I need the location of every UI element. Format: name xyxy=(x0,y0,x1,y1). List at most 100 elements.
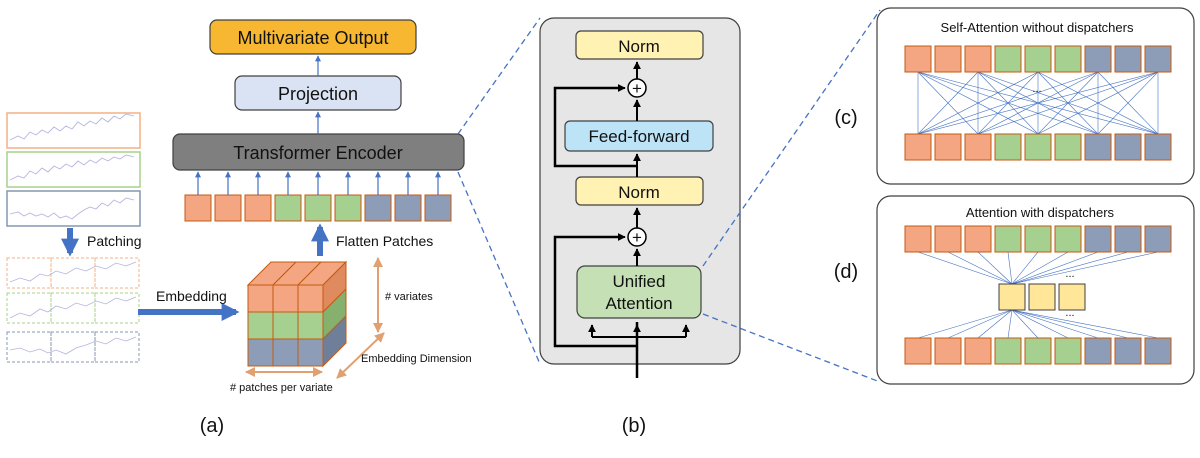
token xyxy=(1054,337,1082,365)
attention-link xyxy=(947,309,1013,339)
transformer-encoder-label: Transformer Encoder xyxy=(233,143,402,163)
attention-link xyxy=(1011,309,1069,339)
panel-d: Attention with dispatchers ... ... (d) xyxy=(834,195,1195,385)
token xyxy=(904,45,932,73)
input-series xyxy=(6,112,141,227)
attention-link xyxy=(1011,309,1129,339)
token xyxy=(904,337,932,365)
attention-link xyxy=(1007,251,1013,285)
token xyxy=(1114,133,1142,161)
token xyxy=(934,45,962,73)
panel-c: Self-Attention without dispatchers ... (… xyxy=(834,7,1195,185)
attention-link xyxy=(917,309,1013,339)
attention-link xyxy=(917,71,1039,135)
token xyxy=(964,133,992,161)
attention-link xyxy=(917,71,979,135)
connector-b-cd-bottom xyxy=(702,313,881,383)
token xyxy=(1114,337,1142,365)
token xyxy=(1054,133,1082,161)
attention-link xyxy=(947,251,1013,285)
panel-c-ellipsis: ... xyxy=(1032,83,1041,95)
norm-mid-label: Norm xyxy=(618,183,660,202)
embedding-dim-label: Embedding Dimension xyxy=(361,353,472,365)
patches-per-variate-label: # patches per variate xyxy=(230,382,333,394)
token xyxy=(1054,225,1082,253)
token xyxy=(1084,337,1112,365)
flatten-label: Flatten Patches xyxy=(336,233,433,249)
attention-link xyxy=(1011,309,1159,339)
token xyxy=(1144,45,1172,73)
connector-a-b-top xyxy=(457,17,541,135)
add-symbol-1: + xyxy=(632,228,642,247)
token xyxy=(934,225,962,253)
token xyxy=(1024,45,1052,73)
patched-series xyxy=(6,257,140,363)
flattened-tokens xyxy=(184,194,452,222)
attention-link xyxy=(1011,251,1069,285)
panel-c-top-tokens xyxy=(904,45,1172,73)
norm-mid-box xyxy=(575,176,704,206)
panel-d-title: Attention with dispatchers xyxy=(966,205,1115,220)
series-line-1 xyxy=(9,113,135,141)
token xyxy=(1084,225,1112,253)
panel-c-bottom-tokens xyxy=(904,133,1172,161)
series-box-green xyxy=(6,151,141,188)
attention-link xyxy=(917,71,1099,135)
unified-attention-line1: Unified xyxy=(613,272,666,291)
attention-link xyxy=(1011,309,1039,339)
token xyxy=(934,133,962,161)
token xyxy=(1024,133,1052,161)
dispatcher-token xyxy=(1058,283,1086,311)
dispatcher-token xyxy=(998,283,1026,311)
token xyxy=(1024,225,1052,253)
attention-link xyxy=(1011,251,1129,285)
token xyxy=(994,337,1022,365)
panel-d-top-tokens xyxy=(904,225,1172,253)
norm-top-label: Norm xyxy=(618,37,660,56)
token xyxy=(1084,133,1112,161)
token xyxy=(964,225,992,253)
token xyxy=(964,337,992,365)
attention-link xyxy=(977,71,1159,135)
token xyxy=(1114,225,1142,253)
token xyxy=(1054,45,1082,73)
panel-a: Patching Embedding xyxy=(6,19,472,437)
token xyxy=(994,45,1022,73)
panel-d-connections xyxy=(917,251,1159,339)
attention-link xyxy=(1037,71,1159,135)
caption-b: (b) xyxy=(622,415,646,437)
series-line-2 xyxy=(9,154,135,181)
attention-link xyxy=(1097,71,1159,135)
token xyxy=(1084,45,1112,73)
token xyxy=(904,225,932,253)
attention-link xyxy=(917,71,1159,135)
embedding-label: Embedding xyxy=(156,288,227,304)
token xyxy=(964,45,992,73)
feed-forward-box xyxy=(564,120,714,152)
token xyxy=(1024,337,1052,365)
attention-link xyxy=(977,251,1013,285)
series-line-3 xyxy=(9,197,135,220)
multivariate-output-label: Multivariate Output xyxy=(237,28,388,48)
token xyxy=(994,133,1022,161)
unified-attention-line2: Attention xyxy=(605,294,672,313)
patching-label: Patching xyxy=(87,233,141,249)
multivariate-output-box xyxy=(209,19,417,55)
attention-link xyxy=(1011,251,1099,285)
norm-top-box xyxy=(575,30,704,60)
series-box-orange xyxy=(6,112,141,149)
panel-d-ellipsis-top: ... xyxy=(1065,268,1074,280)
attention-link xyxy=(1011,251,1159,285)
connector-a-b-bottom xyxy=(457,171,541,365)
token xyxy=(994,225,1022,253)
caption-a: (a) xyxy=(200,415,224,437)
variates-label: # variates xyxy=(385,291,433,303)
series-box-blue xyxy=(6,190,141,227)
panel-d-ellipsis-bottom: ... xyxy=(1065,307,1074,319)
feed-forward-label: Feed-forward xyxy=(588,127,689,146)
add-symbol-2: + xyxy=(632,79,642,98)
token xyxy=(1144,225,1172,253)
attention-link xyxy=(1011,251,1039,285)
token xyxy=(1144,133,1172,161)
